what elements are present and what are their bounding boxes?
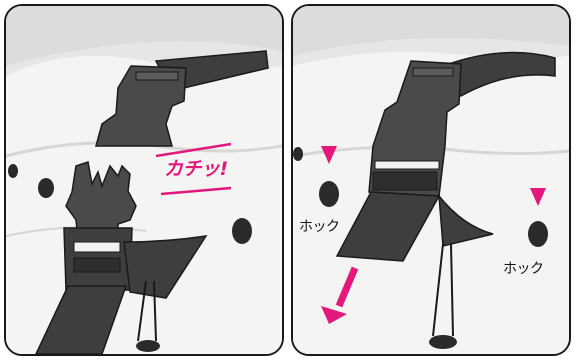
hook-label-right: ホック [503, 258, 544, 278]
click-sound-text: カチッ! [164, 154, 228, 181]
hook-button-left [319, 181, 339, 207]
right-panel-illustration [293, 6, 569, 354]
hook-label-left: ホック [299, 216, 340, 236]
left-panel-buckle-connect: カチッ! [4, 4, 284, 356]
cord-toggle [429, 335, 457, 349]
left-panel-illustration [6, 6, 282, 354]
hook-button-2 [232, 218, 252, 244]
cord-toggle [136, 340, 160, 352]
right-panel-buckle-attach: ホック ホック [291, 4, 571, 356]
hook-button-right [528, 221, 548, 247]
hook-button-1 [38, 178, 54, 198]
